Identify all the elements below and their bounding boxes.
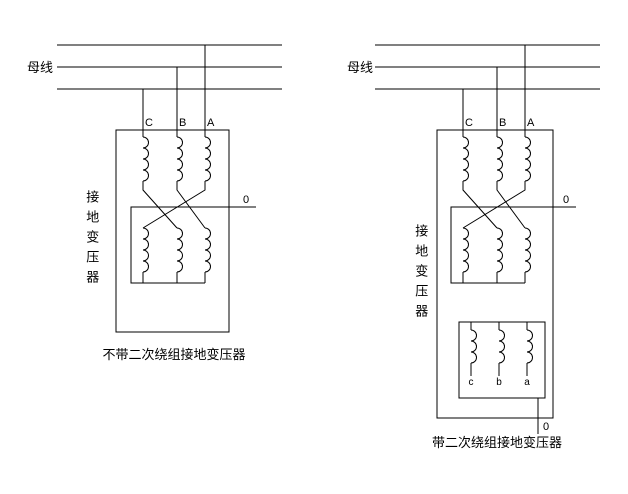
right-phase-drop-lines [462,45,526,137]
right-busbar-label: 母线 [347,60,374,75]
right-upper-coils [462,136,531,182]
left-transformer-box [115,129,230,333]
right-phase-label-c: C [465,117,473,129]
right-zigzag-links [462,181,526,229]
right-secondary-coils [470,329,533,364]
left-busbar-label: 母线 [27,60,54,75]
left-phase-label-b: B [179,117,187,129]
right-secondary-neutral-label: 0 [543,421,550,433]
right-transformer-label: 接地变压器 [413,224,429,324]
right-caption: 带二次绕组接地变压器 [431,435,562,450]
left-upper-coils [142,136,211,182]
left-phase-label-c: C [145,117,153,129]
left-transformer-label: 接地变压器 [84,190,100,290]
right-neutral-label: 0 [563,194,570,206]
right-secondary-phase-label-c: c [468,377,474,388]
left-phase-drop-lines [142,45,206,137]
right-secondary-box [458,321,546,399]
right-phase-label-a: A [527,117,535,129]
right-secondary-bottom-leads [470,363,528,376]
left-caption: 不带二次绕组接地变压器 [102,347,246,362]
right-transformer-box [436,129,554,419]
right-secondary-top-leads [470,322,528,330]
right-neutral-line [450,206,576,284]
left-neutral-label: 0 [243,194,250,206]
left-neutral-line [130,206,256,284]
right-busbar-lines [375,44,600,90]
left-zigzag-links [142,181,206,229]
right-secondary-phase-label-a: a [524,377,530,388]
right-phase-label-b: B [499,117,507,129]
left-busbar-lines [57,44,282,90]
right-secondary-phase-label-b: b [496,377,502,388]
left-phase-label-a: A [207,117,215,129]
left-lower-coils [142,227,211,273]
right-lower-coils [462,227,531,273]
